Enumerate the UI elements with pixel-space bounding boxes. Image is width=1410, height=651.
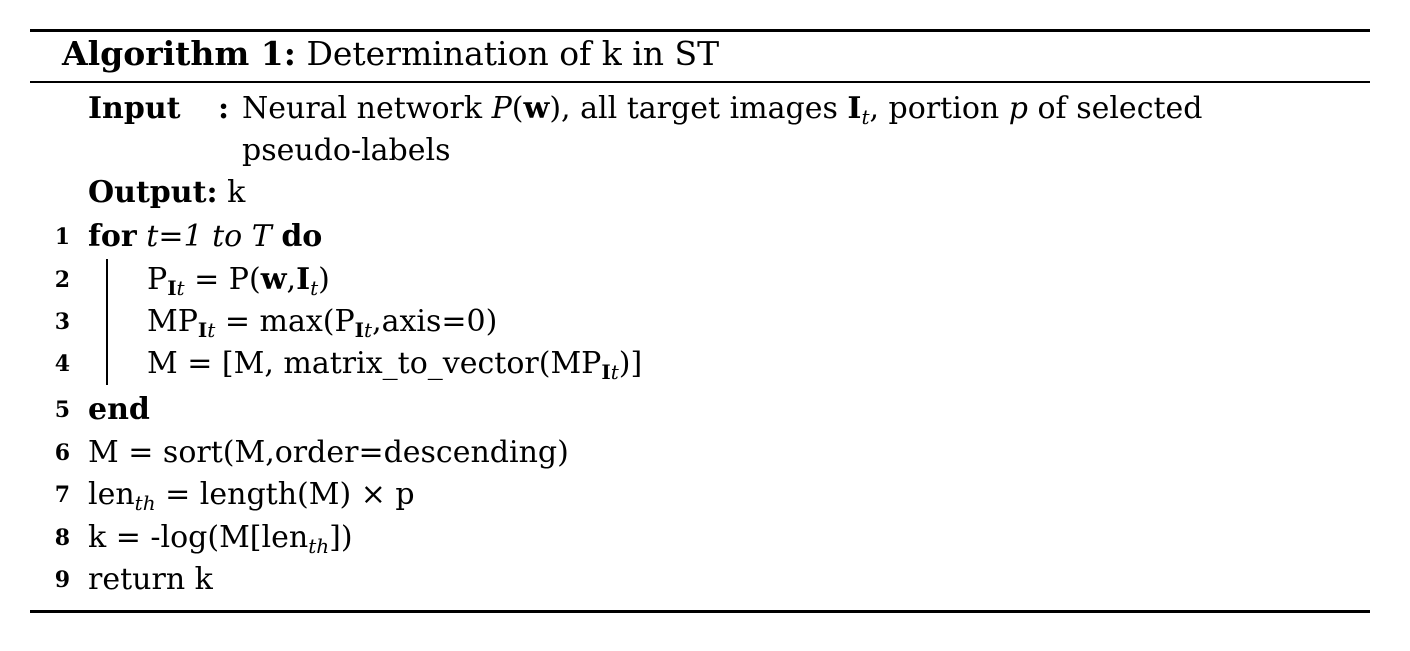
line2-w: w [260, 262, 287, 297]
line2-sub-I: I [167, 276, 177, 300]
input-text-b: , portion [869, 91, 1009, 126]
loop-range: t=1 to T [146, 219, 272, 254]
for-keyword: for [88, 219, 137, 254]
line3-sub2-I: I [354, 318, 365, 342]
line-number: 8 [54, 525, 70, 551]
algorithm-label: Algorithm 1: [62, 34, 296, 73]
line3-sub-I: I [197, 318, 208, 342]
line-number: 3 [54, 309, 70, 335]
line-number: 6 [54, 440, 70, 466]
loop-body-bar [106, 259, 108, 385]
input-t: t [861, 105, 870, 129]
line2-sub-t: t [176, 276, 185, 300]
input-w: w [523, 91, 550, 126]
line-number: 9 [54, 567, 70, 593]
line8-sub: th [308, 534, 330, 558]
input-continuation: pseudo-labels [242, 133, 451, 168]
line4-b: )] [618, 346, 643, 381]
line9-text: return k [88, 562, 213, 597]
output-line: Output: k [88, 172, 245, 214]
line-number: 5 [54, 397, 70, 423]
line2-c: , [286, 262, 297, 297]
algorithm-title: Determination of k in ST [306, 34, 720, 73]
line3-b: = max(P [215, 304, 355, 339]
line3-c: ,axis=0) [372, 304, 498, 339]
output-key: Output: [88, 175, 218, 210]
line7-a: len [88, 477, 135, 512]
input-P: P [491, 91, 512, 126]
input-I: I [847, 91, 862, 126]
line2-d: ) [318, 262, 330, 297]
input-p: p [1008, 91, 1028, 126]
line4-sub-t: t [610, 360, 619, 384]
line3-sub2-t: t [364, 318, 373, 342]
input-paren-open: ( [511, 91, 524, 126]
line-number: 1 [54, 224, 70, 250]
line8-b: ]) [329, 520, 353, 555]
line6-text: M = sort(M,order=descending) [88, 435, 569, 470]
input-paren-close: ), all target images [549, 91, 848, 126]
input-text-c: of selected [1027, 91, 1203, 126]
end-keyword: end [88, 392, 150, 427]
line2-t: t [310, 276, 319, 300]
do-keyword: do [281, 219, 323, 254]
line7-sub: th [134, 491, 156, 515]
line2-b: = P( [184, 262, 261, 297]
caption-rule [30, 81, 1370, 83]
line-number: 4 [54, 351, 70, 377]
line2-a: P [147, 262, 168, 297]
line2-I: I [296, 262, 311, 297]
line3-a: MP [147, 304, 198, 339]
line4-sub-I: I [601, 360, 611, 384]
line4-a: M = [M, matrix_to_vector(MP [147, 346, 602, 381]
input-text-a: Neural network [242, 91, 492, 126]
line-number: 7 [54, 482, 70, 508]
line-number: 2 [54, 267, 70, 293]
algorithm-caption: Algorithm 1: Determination of k in ST [62, 33, 719, 75]
line3-sub-t: t [207, 318, 216, 342]
output-value: k [227, 175, 246, 210]
bottom-rule [30, 610, 1370, 613]
input-line: Input: Neural network P(w), all target im… [88, 88, 1203, 168]
input-key: Input [88, 91, 181, 126]
line8-a: k = -log(M[len [88, 520, 309, 555]
top-rule [30, 29, 1370, 32]
line7-b: = length(M) × p [155, 477, 415, 512]
input-colon: : [218, 91, 230, 126]
